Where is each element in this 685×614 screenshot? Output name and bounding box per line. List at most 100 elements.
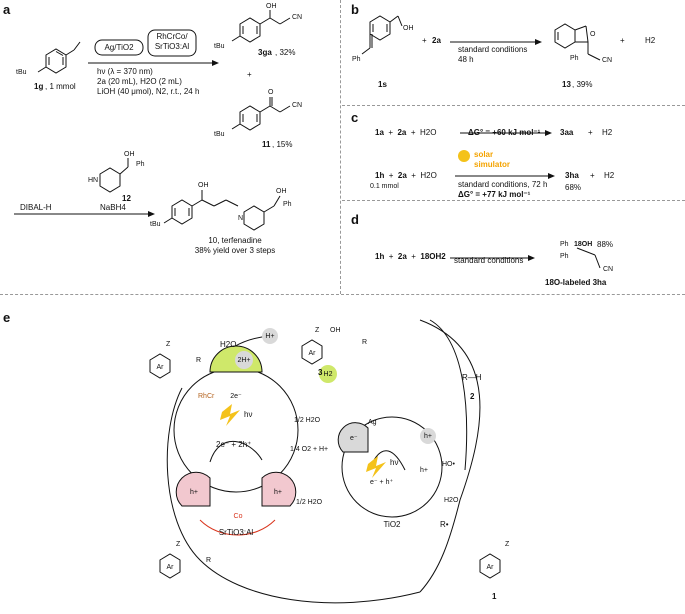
sim-2: simulator	[474, 160, 511, 169]
e-pairs: 2e⁻ + 2h⁺	[216, 440, 252, 449]
e-hole-right: h+	[274, 489, 282, 496]
plus-b: +	[422, 36, 427, 45]
oh-3ga: OH	[266, 3, 277, 10]
divider-bc	[342, 105, 685, 106]
e-hv-1: hν	[244, 410, 253, 419]
cond-d: standard conditions	[454, 256, 524, 265]
e-hplus-tio2: h+	[424, 433, 432, 440]
product-3ha-18o-structure	[576, 247, 601, 269]
plus-a: +	[247, 70, 252, 79]
p-3ga-name: 3ga	[258, 48, 272, 57]
h-plus-bubble-tio2	[420, 428, 436, 444]
h2-c1: H2	[602, 128, 613, 137]
arrowhead-c-2	[548, 173, 555, 179]
e-label-1: 1	[492, 592, 497, 601]
terfenadine-structure	[163, 190, 281, 231]
e-h2o-bottom: H2O	[444, 497, 459, 504]
tio2-particle	[341, 416, 443, 518]
panel-c-letter: c	[351, 110, 359, 125]
radical-ring	[159, 553, 181, 579]
p-10-line2: 38% yield over 3 steps	[194, 246, 276, 255]
e-hole-left: h+	[190, 489, 198, 496]
hn-12: HN	[88, 177, 99, 184]
h-plus-bubble-top	[262, 328, 278, 344]
cat-rhcrco-line2: SrTiO3:Al	[154, 42, 190, 51]
o-11: O	[268, 89, 274, 96]
cond-b-1: standard conditions	[458, 45, 528, 54]
product-13-structure	[554, 23, 601, 61]
e-h2: H2	[323, 371, 333, 378]
panel-a-letter: a	[3, 2, 11, 17]
cond-c-2: standard conditions, 72 h	[458, 180, 548, 189]
e-tio2: TiO2	[383, 520, 401, 529]
pct-88: 88%	[597, 240, 614, 249]
h2-c2: H2	[604, 171, 615, 180]
e-z-3: Z	[315, 327, 320, 334]
arrowhead-b	[535, 39, 542, 45]
d-r: 1h + 2a + 18OH2	[375, 252, 446, 261]
co-arrow	[199, 519, 276, 536]
reagent-12-label: 12	[122, 194, 131, 203]
c-r1: 1a + 2a + H2O	[375, 128, 437, 137]
divider-cd	[342, 200, 685, 201]
amount-c: 0.1 mmol	[370, 183, 399, 190]
cn-3ga: CN	[292, 14, 303, 21]
p-3ha: 3ha	[565, 171, 579, 180]
e-r-radical: R	[206, 557, 212, 564]
e-hole-tio2: h+	[420, 467, 428, 474]
p-3ga-yield: , 32%	[275, 48, 296, 57]
e-r-3: R	[362, 339, 368, 346]
styrene-1-ring	[479, 553, 501, 579]
sm-1g-amount: , 1 mmol	[45, 82, 76, 91]
dg2: ΔG° = +77 kJ mol⁻¹	[458, 190, 531, 199]
p-18o: 18O-labeled 3ha	[545, 278, 607, 287]
e-2eminus: 2e⁻	[230, 393, 242, 400]
two-h-plus-bubble	[235, 351, 253, 369]
cat-ag-tio2: Ag/TiO2	[104, 43, 134, 52]
e-label-2: 2	[470, 392, 475, 401]
lightning-icon-srtio3	[220, 404, 240, 426]
rh-arrow	[429, 319, 468, 471]
e-half-h2o-1: 1/2 H2O	[294, 417, 321, 424]
product-3ga-structure	[231, 10, 291, 43]
e-ar-3: Ar	[308, 350, 316, 357]
sun-icon	[458, 150, 470, 162]
p-3aa: 3aa	[560, 128, 574, 137]
divider-ab	[340, 0, 341, 294]
panel-b-letter: b	[351, 2, 359, 17]
e-quarter: 1/4 O2 + H+	[290, 446, 329, 453]
tbu-label-1g: tBu	[16, 69, 27, 76]
cation-ring	[149, 353, 171, 379]
reagent-2a-b: 2a	[432, 36, 441, 45]
arrowhead-d	[528, 255, 535, 261]
plus-c1: +	[588, 128, 593, 137]
arrowhead-a-main	[212, 60, 219, 66]
oh-12: OH	[124, 151, 135, 158]
e-eminus: e⁻	[350, 435, 358, 442]
cn-d: CN	[603, 266, 614, 273]
tbu-3ga: tBu	[214, 43, 225, 50]
product-3-ring	[301, 339, 323, 365]
nabh4: NaBH4	[100, 203, 126, 212]
ag-lobe	[337, 422, 369, 453]
e-z-radical: Z	[176, 541, 181, 548]
e-r-cation: R	[196, 357, 202, 364]
oh-10b: OH	[276, 188, 287, 195]
e-hplus-top: H+	[265, 333, 275, 340]
n-10: N	[238, 215, 244, 222]
e-half-h2o-2: 1/2 H2O	[296, 499, 323, 506]
plus-c2: +	[590, 171, 595, 180]
sim-1: solar	[474, 150, 494, 159]
cond-a-3: LiOH (40 μmol), N2, r.t., 24 h	[97, 87, 200, 96]
p-11-name: 11	[262, 140, 271, 149]
p-11-yield: , 15%	[272, 140, 293, 149]
e-ag: Ag	[368, 419, 377, 426]
p-10-line1: 10, terfenadine	[208, 236, 262, 245]
panel-d-letter: d	[351, 212, 359, 227]
sm-1g-name: 1g	[34, 82, 44, 91]
e-z-cation: Z	[166, 341, 171, 348]
c-r2: 1h + 2a + H2O	[375, 171, 437, 180]
o-13: O	[590, 31, 596, 38]
arrowhead-c-1	[545, 130, 552, 136]
product-11-structure	[231, 97, 291, 131]
